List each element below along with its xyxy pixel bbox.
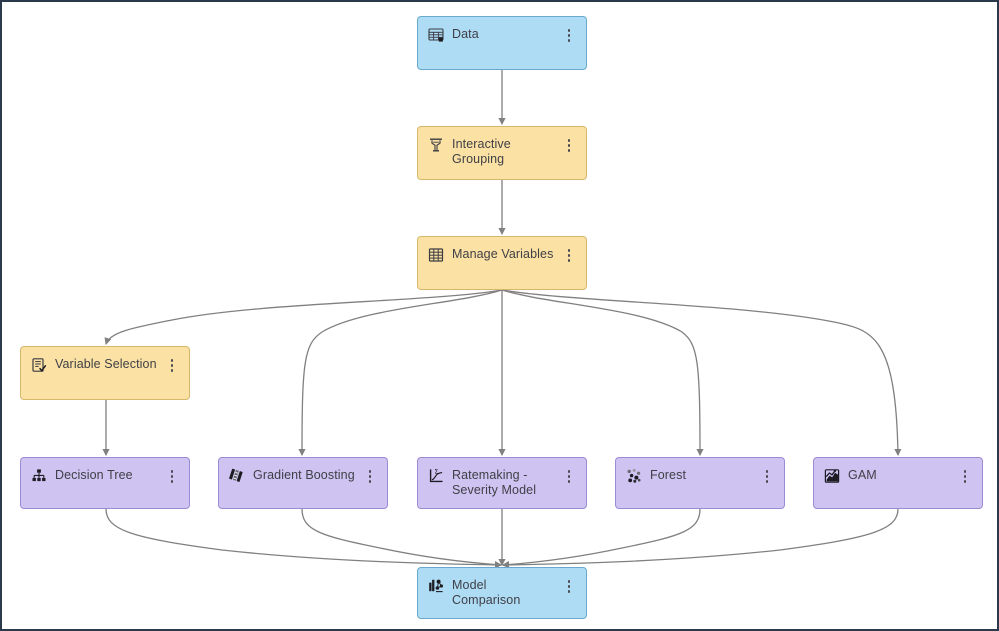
svg-text:Σ: Σ bbox=[434, 468, 438, 475]
node-model-comparison[interactable]: Model Comparison bbox=[417, 567, 587, 619]
kebab-menu-icon[interactable] bbox=[562, 137, 576, 154]
kebab-menu-icon[interactable] bbox=[562, 27, 576, 44]
kebab-menu-icon[interactable] bbox=[562, 578, 576, 595]
line-chart-icon bbox=[824, 468, 841, 485]
grid-table-icon bbox=[428, 247, 445, 264]
edge-gradient-boosting-to-model-comparison bbox=[301, 508, 503, 569]
node-variable-selection[interactable]: Variable Selection bbox=[20, 346, 190, 400]
node-label-decision-tree: Decision Tree bbox=[55, 468, 133, 482]
node-label-interactive-grouping: Interactive Grouping bbox=[452, 137, 511, 166]
edge-manage-variables-to-forest bbox=[501, 289, 704, 457]
node-label-model-comparison: Model Comparison bbox=[452, 578, 521, 607]
node-forest[interactable]: Forest bbox=[615, 457, 785, 509]
node-label-ratemaking-severity-model: Ratemaking - Severity Model bbox=[452, 468, 537, 497]
node-label-forest: Forest bbox=[650, 468, 687, 482]
kebab-menu-icon[interactable] bbox=[562, 468, 576, 485]
table-data-icon bbox=[428, 27, 445, 44]
edge-forest-to-model-comparison bbox=[501, 508, 701, 569]
kebab-menu-icon[interactable] bbox=[760, 468, 774, 485]
node-gam[interactable]: GAM bbox=[813, 457, 983, 509]
edge-manage-variables-to-gam bbox=[501, 289, 902, 457]
edge-decision-tree-to-model-comparison bbox=[105, 508, 503, 569]
node-ratemaking-severity-model[interactable]: Σ Ratemaking - Severity Model bbox=[417, 457, 587, 509]
edge-manage-variables-to-gradient-boosting bbox=[298, 289, 503, 457]
node-decision-tree[interactable]: Decision Tree bbox=[20, 457, 190, 509]
kebab-menu-icon[interactable] bbox=[562, 247, 576, 264]
node-label-manage-variables: Manage Variables bbox=[452, 247, 554, 261]
model-comparison-icon bbox=[428, 578, 445, 595]
chart-sigma-icon: Σ bbox=[428, 467, 445, 485]
node-label-variable-selection: Variable Selection bbox=[55, 357, 157, 371]
kebab-menu-icon[interactable] bbox=[165, 357, 179, 374]
kebab-menu-icon[interactable] bbox=[958, 468, 972, 485]
edge-manage-variables-to-variable-selection bbox=[104, 289, 503, 346]
forest-nodes-icon bbox=[626, 468, 643, 485]
gradient-boosting-icon bbox=[229, 468, 246, 485]
binning-icon bbox=[428, 137, 445, 154]
node-label-gradient-boosting: Gradient Boosting bbox=[253, 468, 355, 482]
node-label-data: Data bbox=[452, 27, 479, 41]
tree-hierarchy-icon bbox=[31, 468, 48, 485]
node-label-gam: GAM bbox=[848, 468, 877, 482]
node-manage-variables[interactable]: Manage Variables bbox=[417, 236, 587, 290]
document-check-icon bbox=[31, 357, 48, 374]
node-interactive-grouping[interactable]: Interactive Grouping bbox=[417, 126, 587, 180]
edge-gam-to-model-comparison bbox=[501, 508, 899, 569]
kebab-menu-icon[interactable] bbox=[363, 468, 377, 485]
node-gradient-boosting[interactable]: Gradient Boosting bbox=[218, 457, 388, 509]
kebab-menu-icon[interactable] bbox=[165, 468, 179, 485]
node-data[interactable]: Data bbox=[417, 16, 587, 70]
